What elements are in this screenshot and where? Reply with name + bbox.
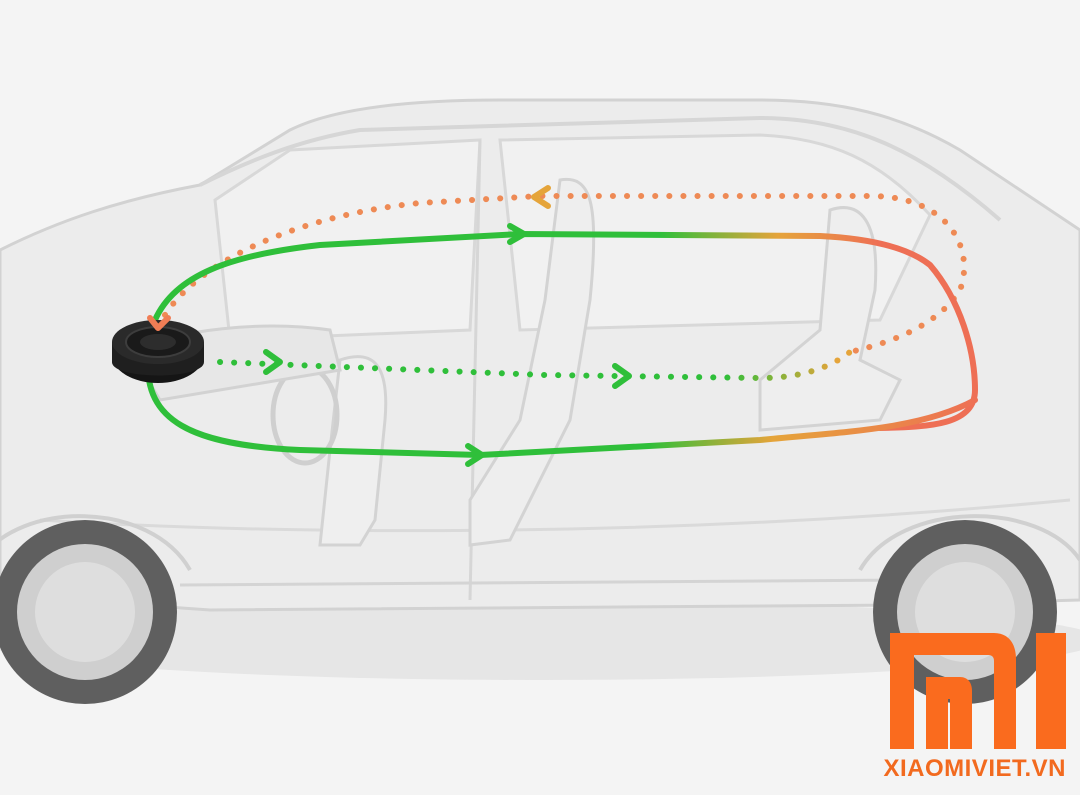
airflow-dotted-upper xyxy=(162,193,967,355)
arrow-middle-2 xyxy=(612,363,632,389)
mi-logo-icon xyxy=(890,633,1066,749)
airflow-upper-solid xyxy=(152,230,979,431)
arrow-upper-solid xyxy=(507,223,527,245)
air-purifier-device xyxy=(112,315,204,383)
arrow-middle-1 xyxy=(263,349,283,375)
arrow-lower-solid xyxy=(465,443,485,467)
watermark-text: XIAOMIVIET.VN xyxy=(883,755,1066,782)
front-wheel-arch xyxy=(0,514,192,571)
mi-logo-glyph xyxy=(890,633,1066,749)
ground-shadow xyxy=(0,600,1080,680)
roof-line xyxy=(199,115,1002,222)
front-wheel xyxy=(0,520,177,704)
rear-wheel-arch xyxy=(858,514,1080,571)
purifier-accent-mark xyxy=(147,315,171,331)
sill-line xyxy=(179,578,901,587)
arrow-upper-dotted xyxy=(531,185,551,209)
